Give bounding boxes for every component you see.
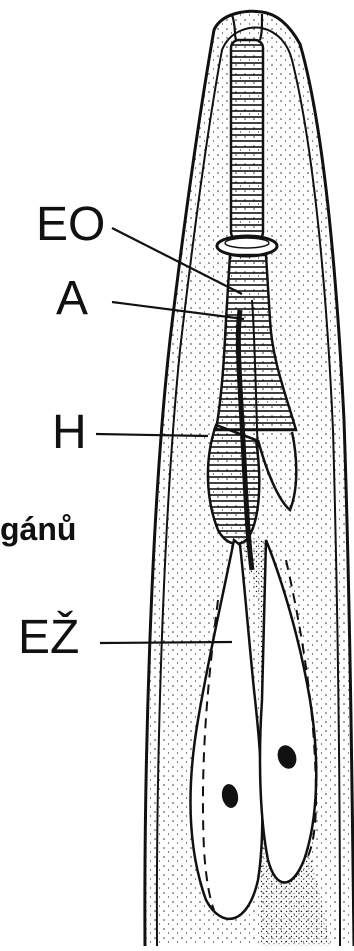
label-h: H xyxy=(52,409,87,457)
label-ez: EŽ xyxy=(18,614,79,662)
stylet-knob xyxy=(217,236,277,256)
label-a: A xyxy=(56,275,88,323)
leader-line-ez xyxy=(100,642,232,643)
stylet xyxy=(231,40,263,240)
median-bulb xyxy=(208,425,259,544)
cropped-background-text: gánů xyxy=(0,513,76,545)
label-eo: EO xyxy=(36,201,105,249)
